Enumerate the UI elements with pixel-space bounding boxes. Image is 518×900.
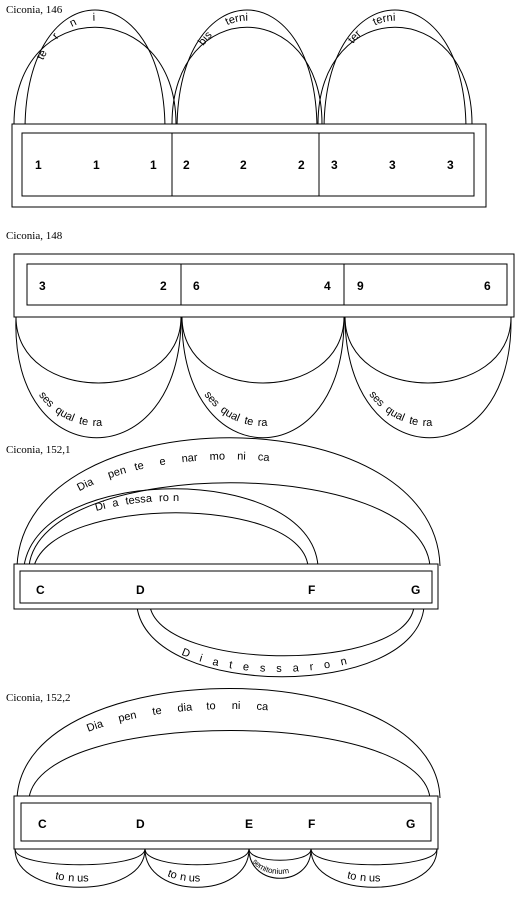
note-label: D	[136, 583, 145, 597]
note-label: G	[411, 583, 420, 597]
arc-label-tonus: tonus	[166, 868, 201, 885]
note-label: D	[136, 817, 145, 831]
cell-value: 1	[150, 158, 157, 172]
inner-box	[19, 570, 433, 604]
figure-label: Ciconia, 146	[6, 4, 63, 16]
lower-arc-band	[136, 606, 425, 678]
cell-value: 6	[484, 279, 491, 293]
cell-value: 3	[447, 158, 454, 172]
figure-label: Ciconia, 152,1	[6, 444, 70, 456]
cell-value: 4	[324, 279, 331, 293]
figure-label: Ciconia, 148	[6, 230, 63, 242]
cell-value: 2	[160, 279, 167, 293]
inner-box	[21, 132, 475, 197]
arc-band	[16, 688, 441, 799]
cell-value: 6	[193, 279, 200, 293]
outer-box	[11, 123, 487, 208]
note-label: F	[308, 583, 315, 597]
cell-value: 3	[331, 158, 338, 172]
cell-value: 3	[389, 158, 396, 172]
figure-label: Ciconia, 152,2	[6, 692, 70, 704]
inner-box	[20, 802, 432, 842]
note-label: G	[406, 817, 415, 831]
arc-band	[15, 316, 512, 439]
cell-value: 2	[183, 158, 190, 172]
lower-arc-band	[149, 606, 415, 657]
cell-value: 2	[298, 158, 305, 172]
note-label: F	[308, 817, 315, 831]
cell-value: 3	[39, 279, 46, 293]
arc-band	[13, 9, 473, 131]
cell-value: 1	[93, 158, 100, 172]
cell-value: 1	[35, 158, 42, 172]
note-label: E	[245, 817, 253, 831]
outer-box	[13, 795, 439, 850]
lower-arc-band	[14, 848, 438, 888]
note-label: C	[36, 583, 45, 597]
inner-box	[26, 263, 508, 306]
cell-value: 9	[357, 279, 364, 293]
cell-value: 2	[240, 158, 247, 172]
note-label: C	[38, 817, 47, 831]
arc-band	[16, 437, 441, 567]
outer-box	[13, 253, 515, 318]
